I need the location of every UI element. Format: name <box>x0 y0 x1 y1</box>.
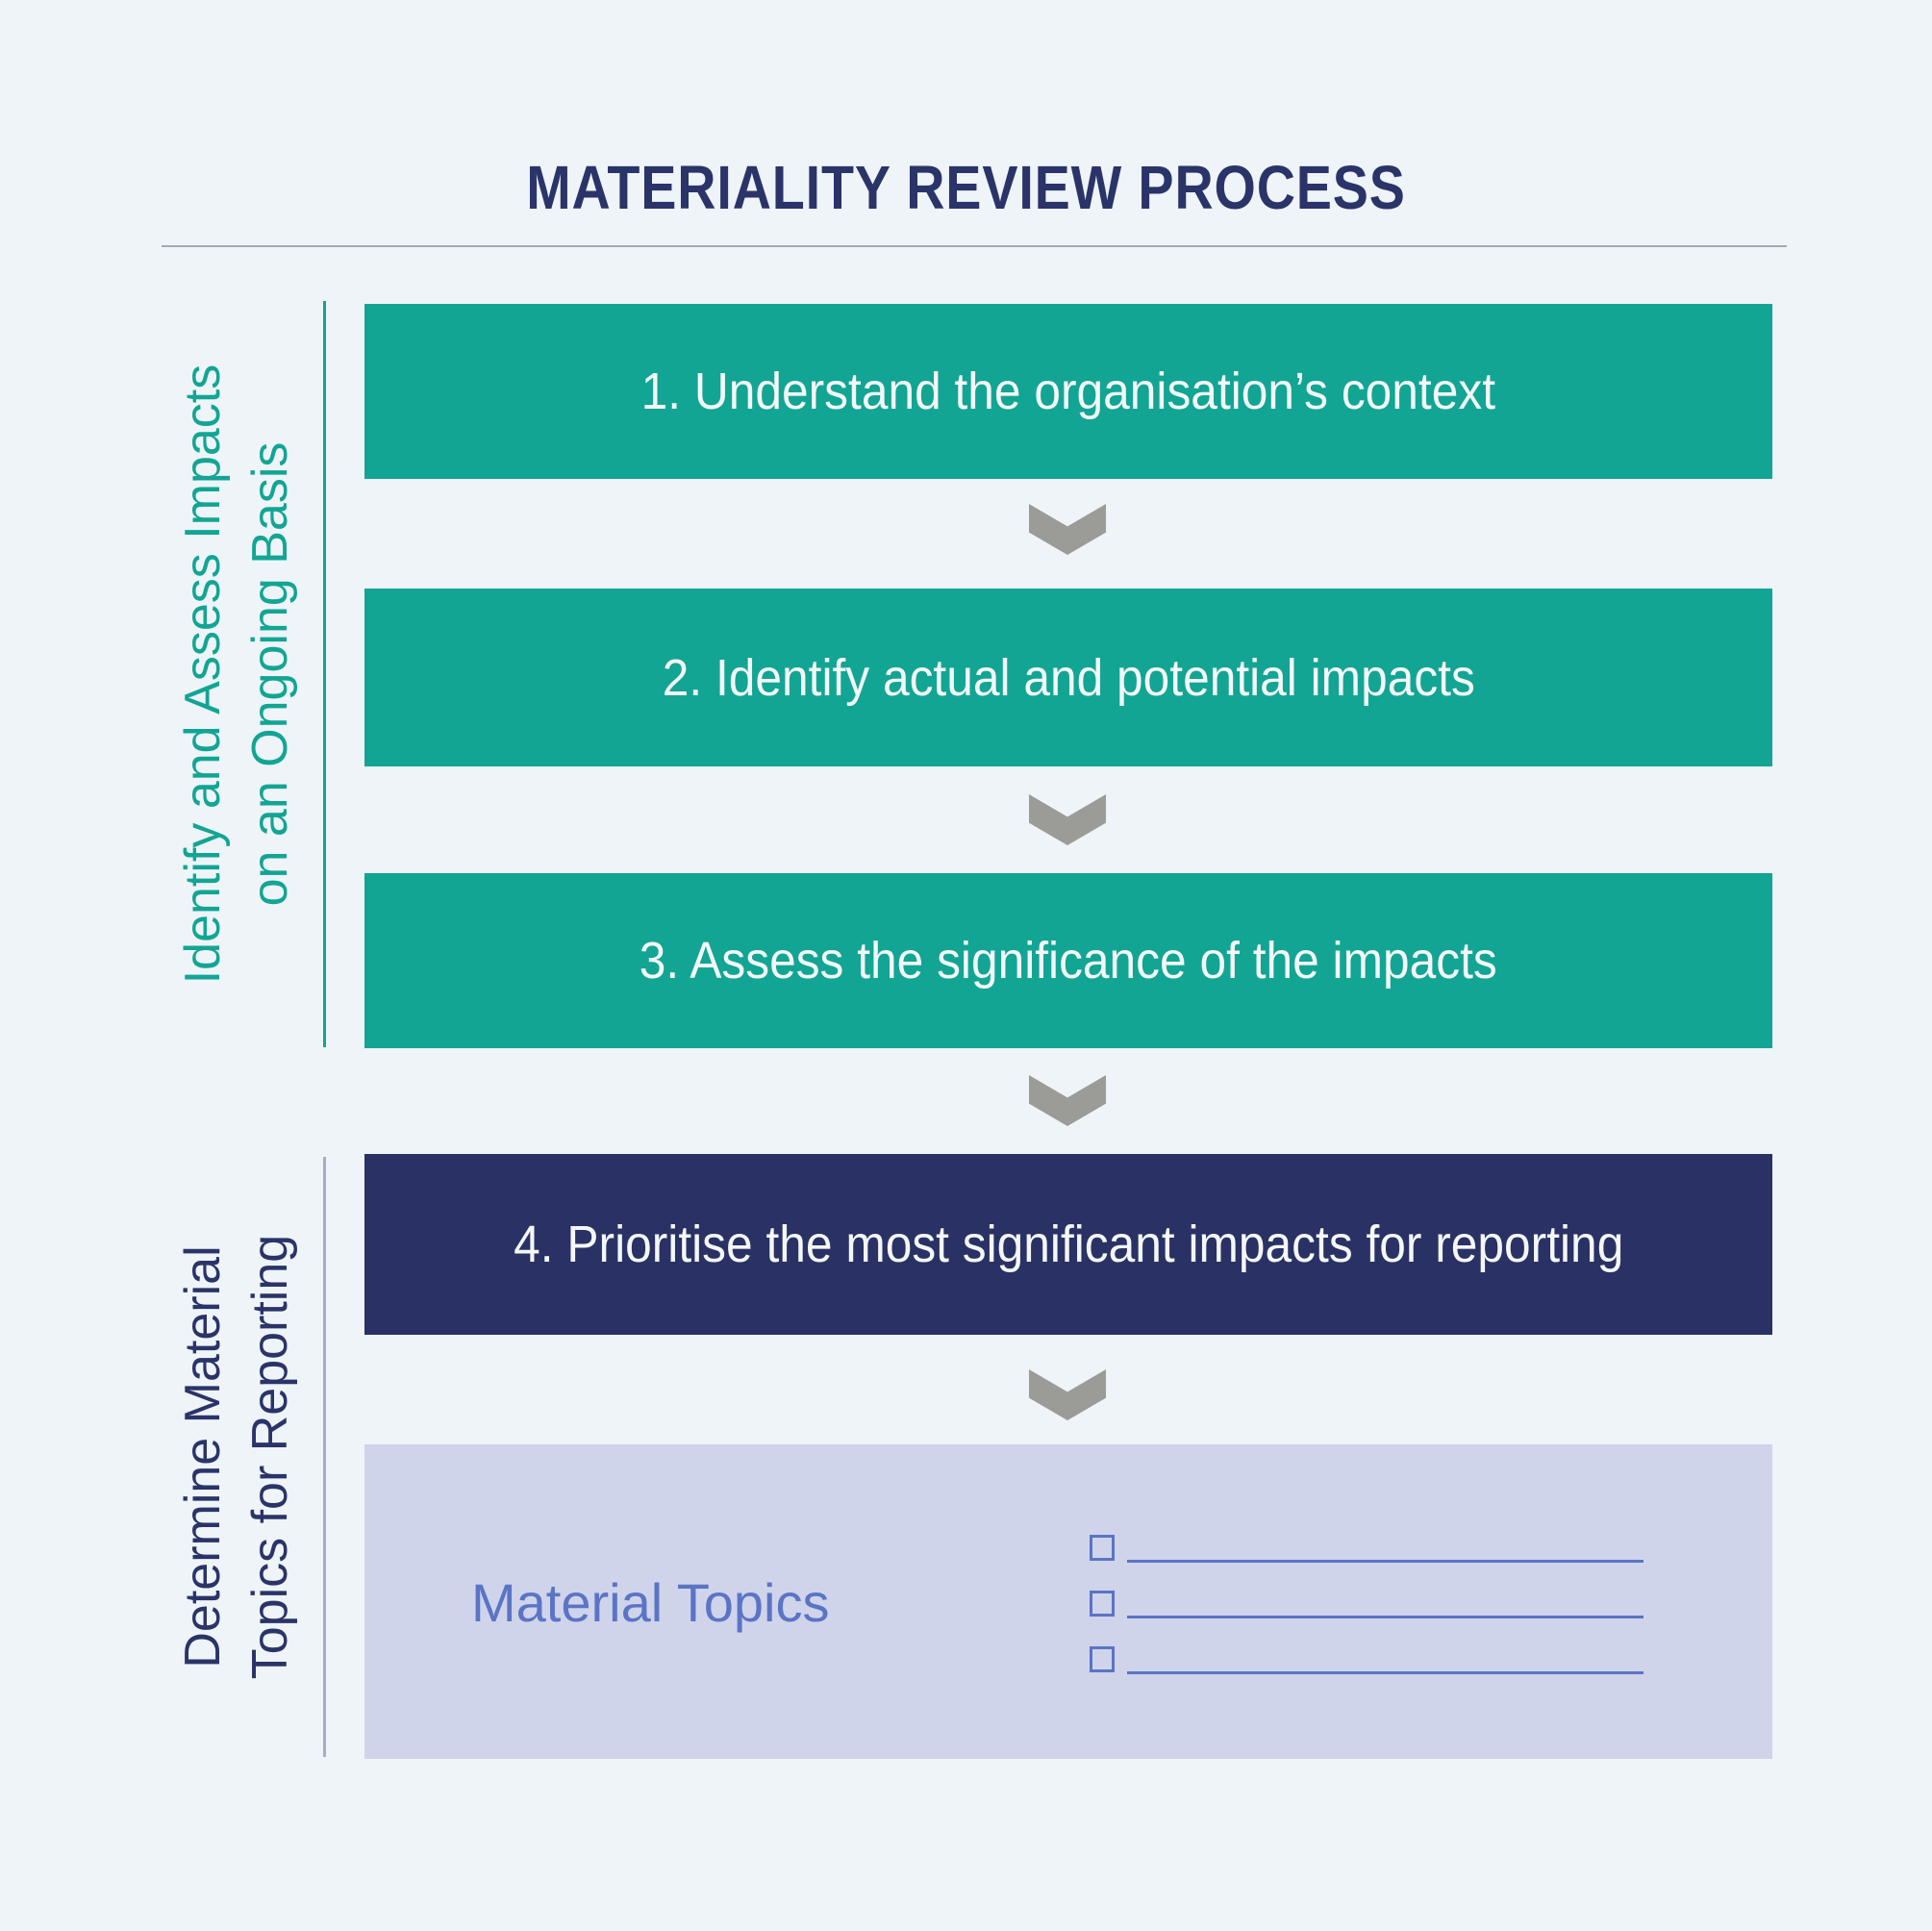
checkbox-icon <box>1090 1591 1115 1617</box>
chevron-down-icon <box>1029 1075 1106 1126</box>
phase1-label-line1: Identify and Assess Impacts <box>175 364 231 985</box>
step-4-box: 4. Prioritise the most significant impac… <box>364 1154 1772 1335</box>
blank-topic-line <box>1127 1616 1643 1618</box>
phase1-rail <box>323 301 326 1047</box>
phase2-side-label: Determine Material Topics for Reporting <box>169 1140 304 1774</box>
page-title: MATERIALITY REVIEW PROCESS <box>526 153 1406 222</box>
phase2-label-line2: Topics for Reporting <box>242 1234 298 1680</box>
phase2-label-line1: Determine Material <box>175 1245 231 1668</box>
phase1-label-line2: on an Ongoing Basis <box>242 441 298 907</box>
checkbox-icon <box>1090 1535 1115 1561</box>
step-1-label: 1. Understand the organisation’s context <box>640 363 1496 420</box>
phase1-side-label: Identify and Assess Impacts on an Ongoin… <box>169 289 304 1059</box>
title-divider <box>162 245 1787 247</box>
checkbox-icon <box>1090 1646 1115 1672</box>
chevron-down-icon <box>1029 1369 1106 1420</box>
step-1-box: 1. Understand the organisation’s context <box>364 304 1772 479</box>
material-topics-label: Material Topics <box>471 1572 830 1633</box>
blank-topic-line <box>1127 1671 1643 1674</box>
chevron-down-icon <box>1029 504 1106 555</box>
step-4-label: 4. Prioritise the most significant impac… <box>513 1216 1624 1273</box>
step-3-label: 3. Assess the significance of the impact… <box>640 932 1497 990</box>
blank-topic-line <box>1127 1560 1643 1563</box>
material-topics-box <box>364 1444 1772 1759</box>
phase2-rail <box>323 1157 326 1757</box>
step-3-box: 3. Assess the significance of the impact… <box>364 873 1772 1048</box>
chevron-down-icon <box>1029 794 1106 845</box>
step-2-box: 2. Identify actual and potential impacts <box>364 589 1772 766</box>
step-2-label: 2. Identify actual and potential impacts <box>662 648 1475 707</box>
